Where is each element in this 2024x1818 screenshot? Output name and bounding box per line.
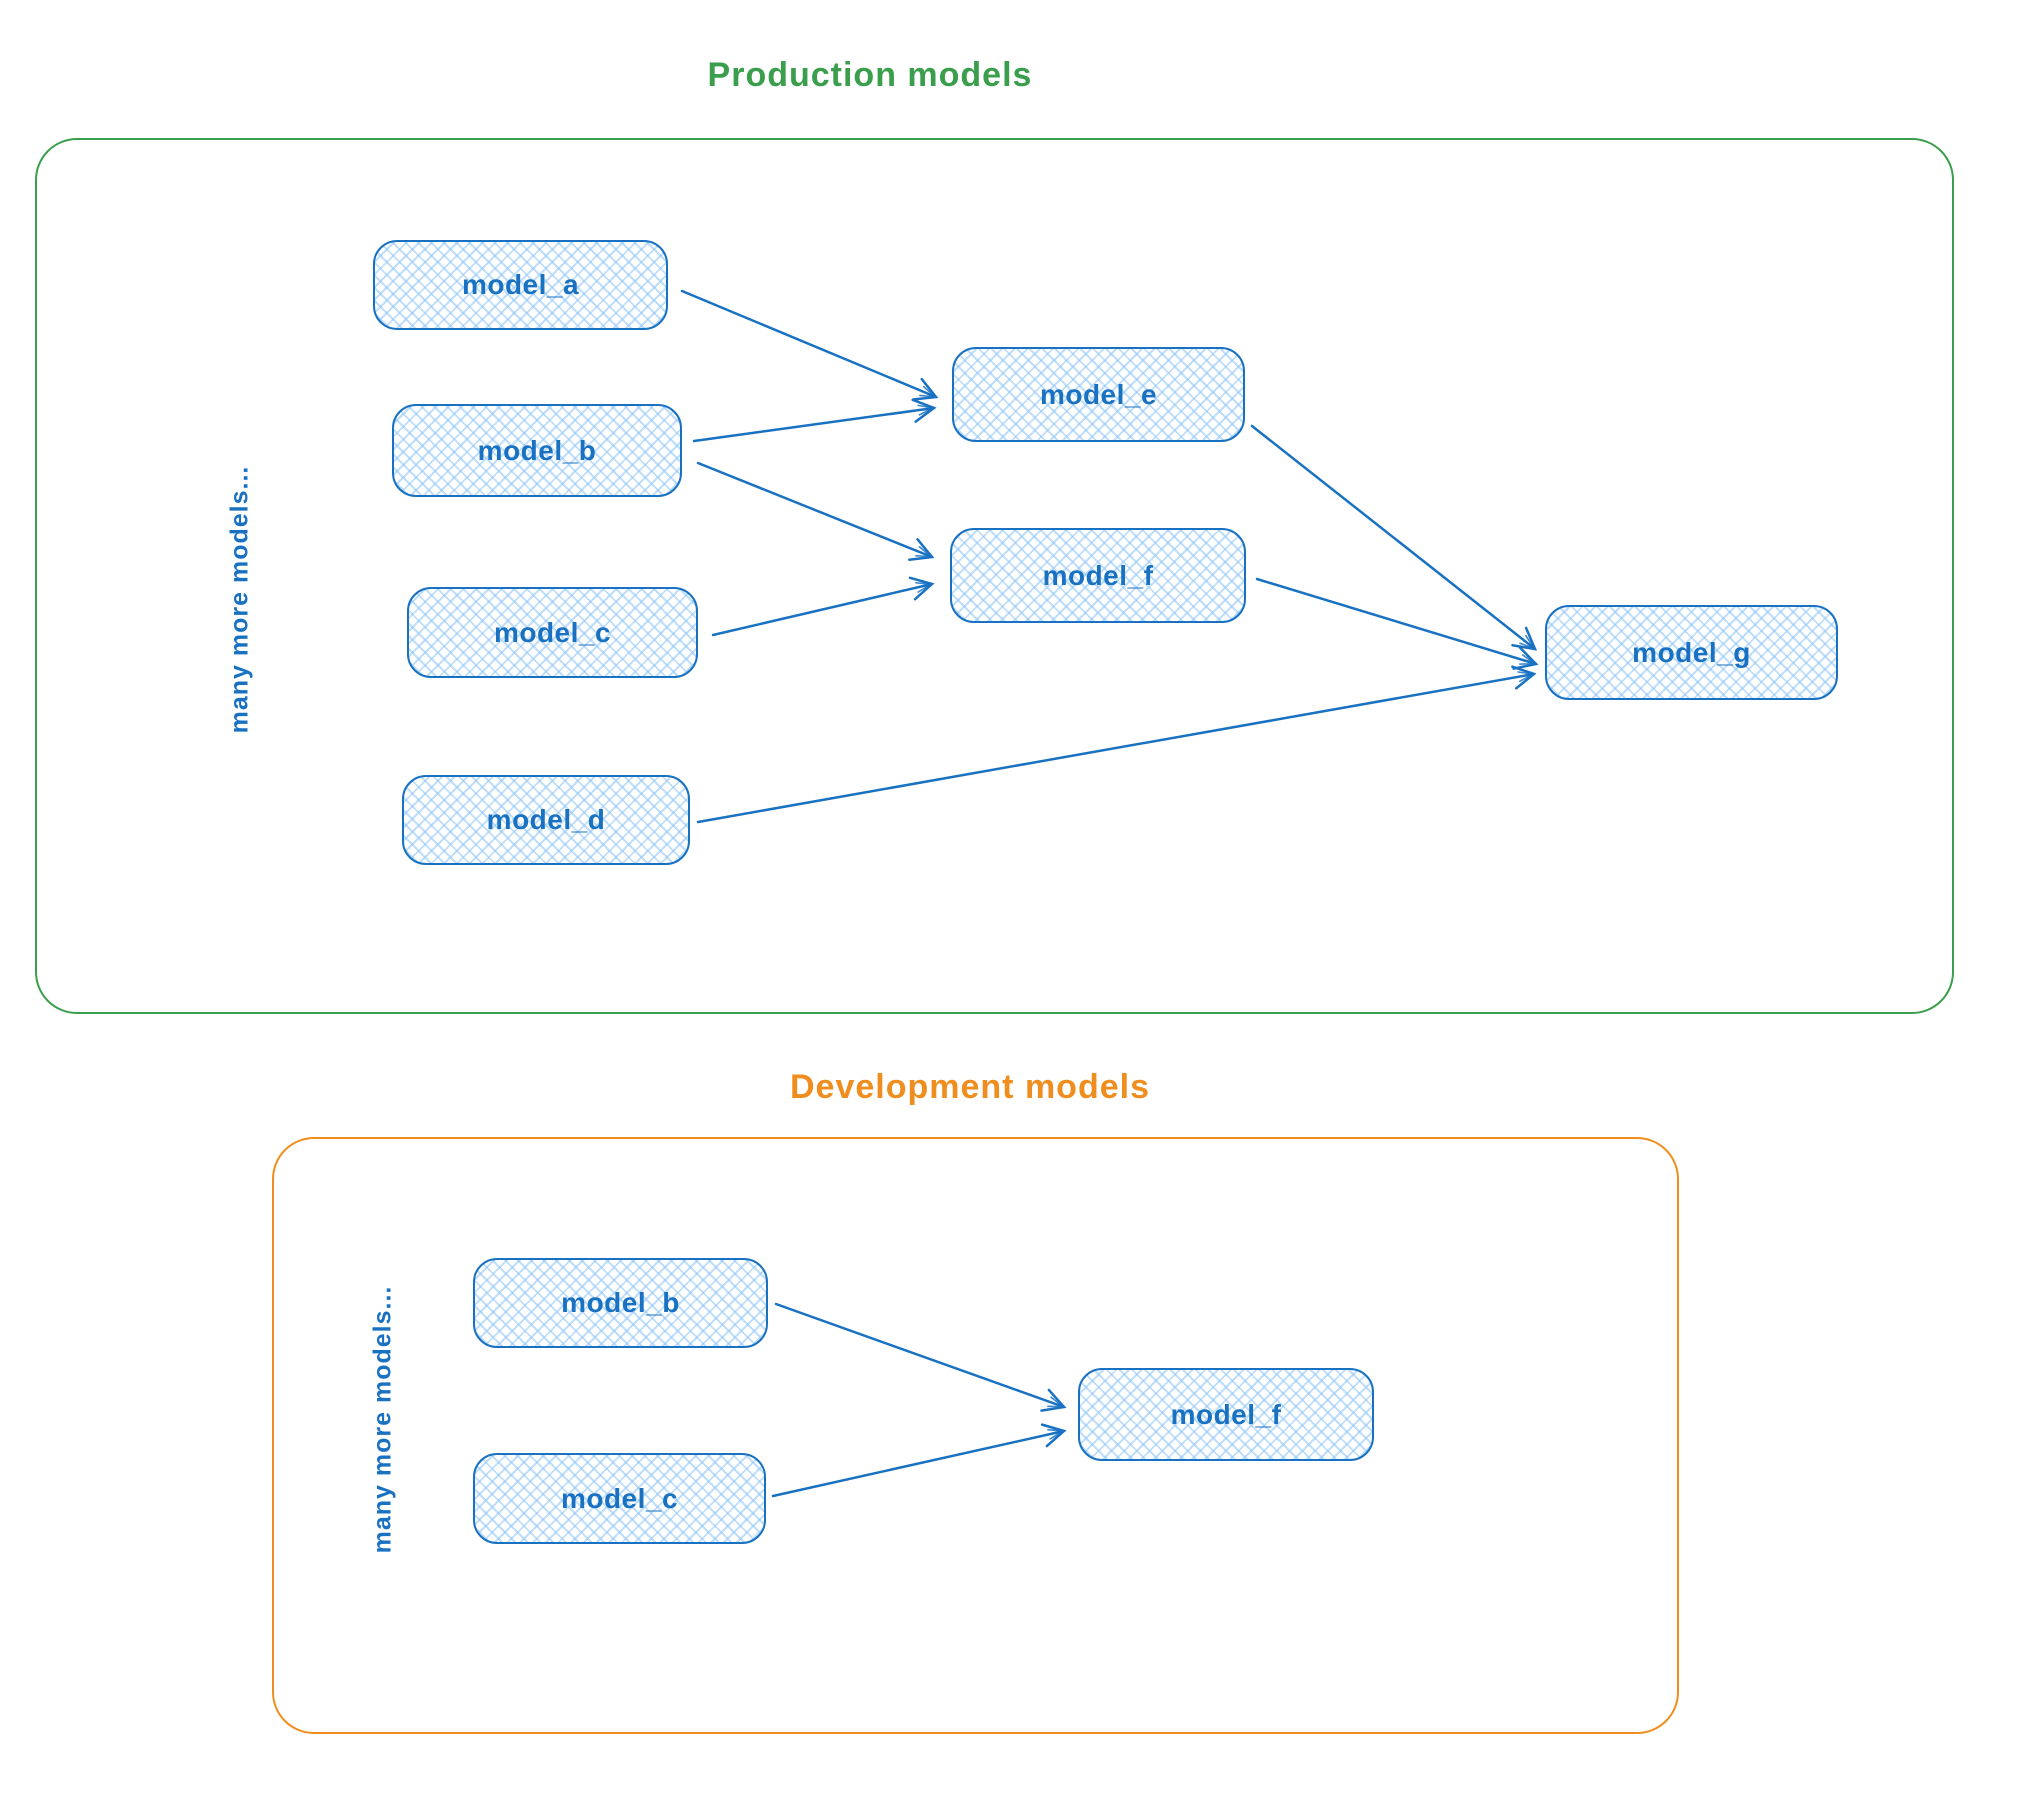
node-label: model_d (486, 804, 606, 835)
node-production-model-b: model_b (392, 404, 682, 497)
node-label: model_c (493, 616, 612, 648)
development-title: Development models (790, 1068, 1150, 1106)
node-production-model-d: model_d (402, 775, 690, 865)
production-container (35, 138, 1954, 1014)
production-side-label: many more models... (225, 465, 254, 734)
node-production-model-c: model_c (407, 587, 698, 678)
node-production-model-e: model_e (952, 347, 1245, 442)
node-label: model_b (477, 434, 597, 466)
node-production-model-a: model_a (373, 240, 668, 330)
development-container (272, 1137, 1679, 1734)
node-label: model_g (1632, 636, 1751, 668)
node-label: model_f (1170, 1398, 1282, 1430)
node-development-model-b: model_b (473, 1258, 768, 1348)
node-label: model_e (1039, 378, 1158, 410)
production-title: Production models (707, 56, 1033, 94)
node-label: model_a (461, 269, 580, 300)
node-label: model_f (1042, 559, 1154, 591)
node-label: model_b (561, 1287, 680, 1318)
node-development-model-f: model_f (1078, 1368, 1374, 1461)
node-production-model-f: model_f (950, 528, 1246, 623)
node-development-model-c: model_c (473, 1453, 766, 1544)
node-production-model-g: model_g (1545, 605, 1838, 700)
node-label: model_c (560, 1482, 679, 1514)
development-side-label: many more models... (368, 1285, 397, 1554)
